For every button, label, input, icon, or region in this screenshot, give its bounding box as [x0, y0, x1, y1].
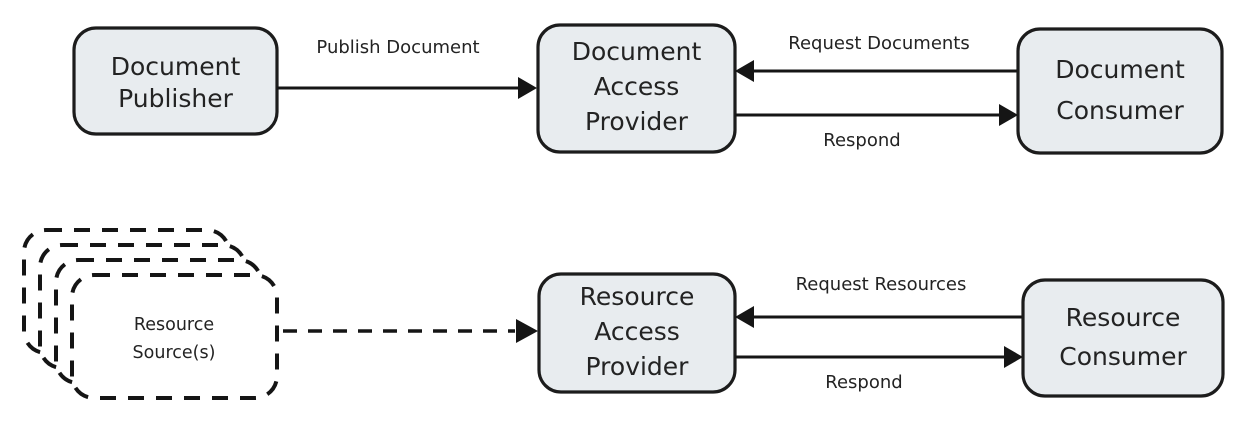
publish-document-arrowhead [518, 77, 537, 99]
resource-access-provider-shape[interactable] [537, 272, 737, 394]
respond-resources-arrowhead [1004, 346, 1023, 368]
resource-sources-label-line2: Source(s) [133, 343, 216, 363]
node-document-consumer[interactable]: Document Consumer [1016, 27, 1224, 155]
publish-document-label: Publish Document [316, 37, 479, 58]
edge-source-feed [283, 319, 538, 343]
edge-request-resources: Request Resources [735, 274, 1023, 328]
request-resources-label: Request Resources [796, 274, 967, 295]
resource-consumer-label-line1: Resource [1066, 303, 1181, 332]
respond-documents-label: Respond [823, 130, 900, 151]
node-resource-access-provider[interactable]: Resource Access Provider [537, 272, 737, 394]
document-consumer-label-line2: Consumer [1056, 96, 1184, 125]
node-resource-sources[interactable]: Resource Source(s) [22, 228, 279, 400]
edge-request-documents: Request Documents [735, 33, 1017, 82]
edge-respond-documents: Respond [735, 104, 1018, 151]
resource-sources-shape[interactable] [70, 273, 279, 400]
request-documents-label: Request Documents [788, 33, 969, 54]
resource-access-provider-label-line3: Provider [586, 352, 690, 381]
respond-resources-label: Respond [825, 372, 902, 393]
document-publisher-label-line1: Document [111, 52, 241, 81]
request-documents-arrowhead [735, 60, 754, 82]
document-access-provider-label-line3: Provider [585, 107, 689, 136]
edge-publish-document: Publish Document [277, 37, 537, 99]
source-feed-arrowhead [516, 319, 538, 343]
resource-consumer-shape[interactable] [1021, 278, 1225, 398]
document-publisher-shape[interactable] [72, 26, 279, 136]
document-access-provider-label-line1: Document [572, 37, 702, 66]
resource-sources-label-line1: Resource [134, 315, 214, 335]
document-consumer-shape[interactable] [1016, 27, 1224, 155]
respond-documents-arrowhead [999, 104, 1018, 126]
edge-respond-resources: Respond [735, 346, 1023, 393]
document-access-provider-label-line2: Access [594, 72, 680, 101]
resource-access-provider-label-line2: Access [594, 317, 680, 346]
node-resource-consumer[interactable]: Resource Consumer [1021, 278, 1225, 398]
node-document-access-provider[interactable]: Document Access Provider [536, 23, 737, 154]
resource-consumer-label-line2: Consumer [1059, 342, 1187, 371]
node-document-publisher[interactable]: Document Publisher [72, 26, 279, 136]
resource-access-provider-label-line1: Resource [580, 282, 695, 311]
document-access-provider-shape[interactable] [536, 23, 737, 154]
request-resources-arrowhead [735, 306, 754, 328]
document-consumer-label-line1: Document [1055, 55, 1185, 84]
document-publisher-label-line2: Publisher [118, 84, 233, 113]
